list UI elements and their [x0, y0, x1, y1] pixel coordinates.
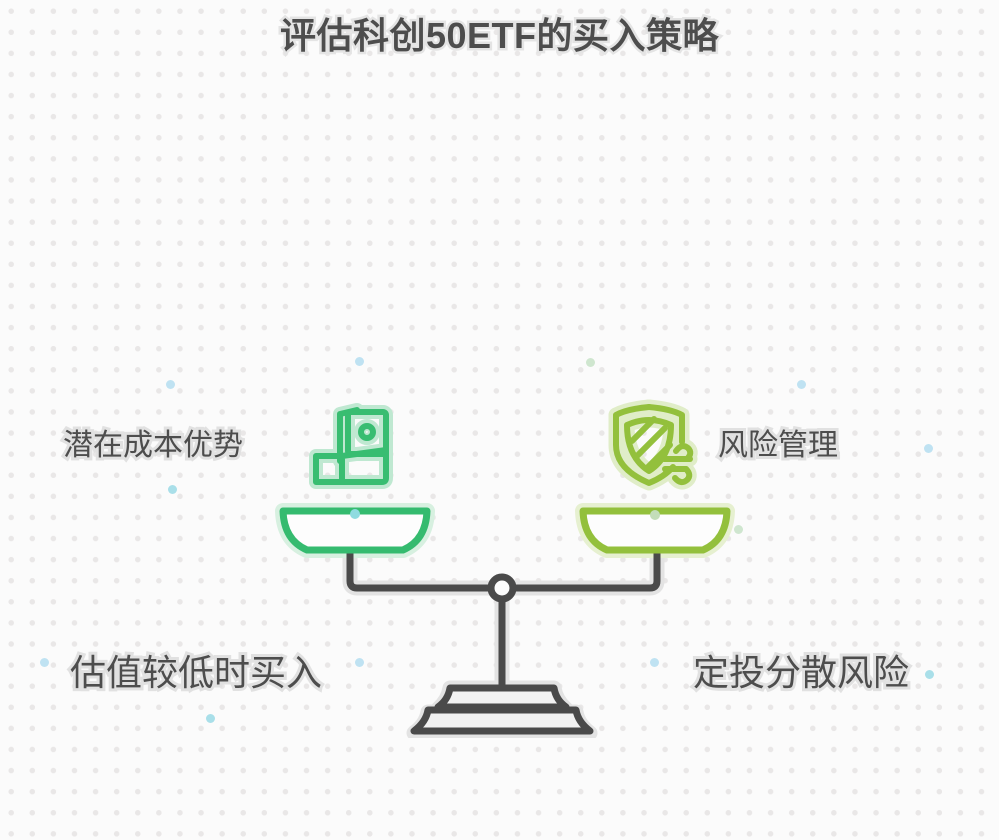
scale-base-upper: [434, 684, 570, 711]
accent-dot: [586, 358, 595, 367]
right-scale-pan: [579, 507, 731, 554]
shield-wind-icon: [602, 395, 706, 499]
balance-pivot-circle: [487, 573, 517, 603]
accent-dot: [206, 714, 215, 723]
right-arm: [498, 531, 661, 592]
page-title: 评估科创50ETF的买入策略: [277, 13, 721, 59]
accent-dot: [168, 485, 177, 494]
right-top-label: 风险管理: [715, 426, 841, 465]
accent-dot: [355, 357, 364, 366]
accent-dot: [924, 444, 933, 453]
right-bottom-label: 定投分散风险: [690, 649, 912, 696]
accent-dot: [797, 380, 806, 389]
accent-dot: [166, 380, 175, 389]
left-top-label: 潜在成本优势: [60, 426, 246, 465]
left-bottom-label: 估值较低时买入: [67, 649, 325, 696]
accent-dot: [650, 510, 660, 520]
left-arm: [346, 531, 506, 592]
scale-base-lower: [410, 706, 594, 735]
accent-dot: [350, 509, 360, 519]
accent-dot: [925, 670, 934, 679]
accent-dot: [40, 658, 49, 667]
money-cash-icon: [300, 398, 404, 502]
left-scale-pan: [279, 507, 431, 554]
balance-scale-graphic: [275, 503, 735, 738]
